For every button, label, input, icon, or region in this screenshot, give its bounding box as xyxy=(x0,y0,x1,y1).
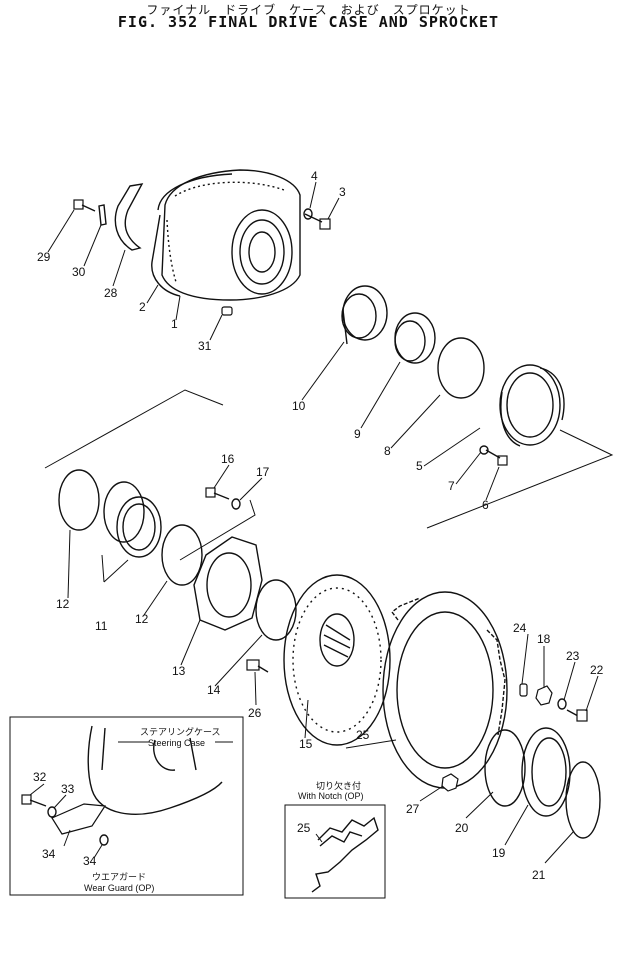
callout-22: 22 xyxy=(590,663,604,677)
wear-guard-part-32 xyxy=(51,803,107,835)
o-ring-part-8 xyxy=(437,337,485,399)
callout-4: 4 xyxy=(311,169,318,183)
callout-28: 28 xyxy=(104,286,118,300)
callout-6: 6 xyxy=(482,498,489,512)
callout-27: 27 xyxy=(406,802,420,816)
group-bracket-seal xyxy=(179,499,256,561)
callout-12-left: 12 xyxy=(56,597,70,611)
callout-24: 24 xyxy=(513,621,527,635)
notched-sprocket-segment xyxy=(311,816,379,893)
bolt-part-29 xyxy=(73,199,96,212)
nut-part-18 xyxy=(535,685,553,706)
washer-part-7 xyxy=(479,445,489,455)
callout-2: 2 xyxy=(139,300,146,314)
o-ring-part-14 xyxy=(255,579,297,641)
callout-30: 30 xyxy=(72,265,86,279)
bolt-part-16 xyxy=(205,487,230,500)
bearing-part-10 xyxy=(341,285,388,345)
callout-3: 3 xyxy=(339,185,346,199)
inset-with-notch: 切り欠き付 With Notch (OP) 25 xyxy=(284,780,386,899)
bolt-part-3 xyxy=(304,213,331,230)
o-ring-part-21 xyxy=(565,761,601,839)
pin-part-24 xyxy=(519,683,528,697)
sprocket-part-25 xyxy=(382,591,508,789)
callout-17: 17 xyxy=(256,465,270,479)
inset-wear-guard: ステアリングケース Steering Case 32 33 34 34 ウエアガ… xyxy=(9,716,244,896)
callout-20: 20 xyxy=(455,821,469,835)
with-notch-label: With Notch (OP) xyxy=(298,791,364,801)
o-ring-part-20 xyxy=(484,729,526,807)
callout-13: 13 xyxy=(172,664,186,678)
callout-numbers: 1 2 3 4 5 6 7 8 9 10 11 12 12 13 14 15 1… xyxy=(37,169,604,882)
callout-33: 32 xyxy=(33,770,47,784)
callout-29: 29 xyxy=(37,250,51,264)
washer-part-4 xyxy=(303,208,313,220)
callout-34-lower: 34 xyxy=(83,854,97,868)
floating-seal-part-11 xyxy=(103,481,162,558)
steering-case-label: Steering Case xyxy=(148,738,205,748)
callout-26: 26 xyxy=(248,706,262,720)
washer-part-17 xyxy=(231,498,241,510)
bearing-part-9 xyxy=(394,312,436,364)
with-notch-jp: 切り欠き付 xyxy=(316,780,361,791)
callout-18: 18 xyxy=(537,632,551,646)
figure-title-japanese: ファイナル ドライブ ケース および スプロケット xyxy=(146,3,471,17)
nut-part-27 xyxy=(441,773,459,792)
callout-25-notch: 25 xyxy=(297,821,311,835)
figure-title: FIG. 352 FINAL DRIVE CASE AND SPROCKET xyxy=(117,13,500,31)
callout-19: 19 xyxy=(492,846,506,860)
cover-part-13 xyxy=(193,536,263,631)
washer-part-34-upper xyxy=(47,806,57,818)
callout-32: 34 xyxy=(42,847,56,861)
washer-part-34-lower xyxy=(99,834,109,846)
hub-ring-part-19 xyxy=(521,727,571,817)
bolt-part-26 xyxy=(246,659,269,673)
callout-31: 31 xyxy=(198,339,212,353)
final-drive-case xyxy=(151,169,301,301)
lock-plate-part-30 xyxy=(98,204,107,226)
group-bracket-upper xyxy=(44,389,224,469)
washer-part-23 xyxy=(557,698,567,710)
callout-8: 8 xyxy=(384,444,391,458)
leader-lines xyxy=(47,181,599,864)
o-ring-part-12-right xyxy=(161,524,203,586)
callout-9: 9 xyxy=(354,427,361,441)
wear-guard-label: Wear Guard (OP) xyxy=(84,883,154,893)
callout-25: 25 xyxy=(356,728,370,742)
wear-guard-jp: ウエアガード xyxy=(92,872,146,882)
retainer-part-5 xyxy=(499,364,565,447)
callout-11: 11 xyxy=(95,619,108,633)
bolt-part-33 xyxy=(21,794,32,805)
callout-10: 10 xyxy=(292,399,306,413)
group-bracket-lower xyxy=(426,429,614,529)
steering-case-jp: ステアリングケース xyxy=(140,726,221,737)
hub-part-15 xyxy=(283,574,391,746)
callout-1: 1 xyxy=(171,317,178,331)
callout-23: 23 xyxy=(566,649,580,663)
callout-7: 7 xyxy=(448,479,455,493)
gasket-part-28 xyxy=(114,183,144,251)
bolt-part-6 xyxy=(485,449,508,466)
o-ring-part-12-left xyxy=(58,469,100,531)
callout-14: 14 xyxy=(207,683,221,697)
pin-part-31 xyxy=(221,306,233,316)
callout-16: 16 xyxy=(221,452,235,466)
bolt-part-22 xyxy=(566,709,588,722)
callout-34-upper: 33 xyxy=(61,782,75,796)
callout-12-right: 12 xyxy=(135,612,149,626)
callout-5: 5 xyxy=(416,459,423,473)
callout-15: 15 xyxy=(299,737,313,751)
callout-21: 21 xyxy=(532,868,546,882)
